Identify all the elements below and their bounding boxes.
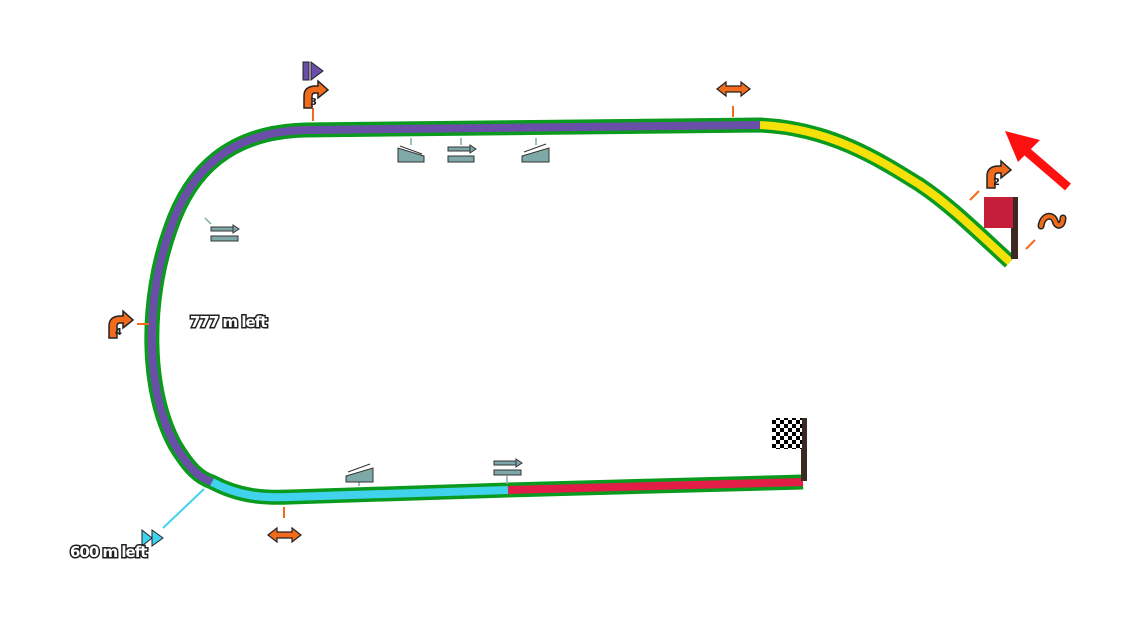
track-section-purple: [147, 121, 761, 486]
start-flag-icon: [984, 197, 1018, 259]
flat-icon: [447, 144, 477, 163]
fast-forward-icon: [141, 528, 164, 548]
turn-icon: 3: [303, 79, 330, 109]
track-section-cyan: [210, 478, 509, 502]
track-section-yellow: [759, 121, 1013, 265]
slope-icon: [345, 463, 374, 483]
double-arrow-icon: [267, 526, 302, 544]
track-outline: [144, 117, 1016, 505]
turn-icon: 2: [986, 159, 1013, 189]
double-arrow-icon: [716, 80, 751, 98]
distance-label-600: 600 m left: [70, 543, 147, 561]
turn-number: 4: [115, 327, 122, 338]
distance-label-777: 777 m left: [190, 313, 267, 331]
marker-ticks: [137, 106, 1036, 518]
slope-ticks: [204, 138, 537, 486]
turn-icon: 4: [108, 309, 135, 339]
slope-icon: [521, 143, 550, 163]
flat-icon: [210, 224, 240, 242]
start-marker-icon: [302, 61, 324, 81]
turn-number: 3: [310, 97, 317, 108]
finish-flag-icon: [772, 418, 807, 481]
slope-icon: [397, 145, 425, 163]
flat-icon: [493, 458, 523, 476]
track-section-red: [507, 478, 804, 494]
split-line: [162, 488, 205, 529]
direction-arrow-icon: [1005, 131, 1071, 191]
turn-number: 2: [993, 177, 1000, 188]
